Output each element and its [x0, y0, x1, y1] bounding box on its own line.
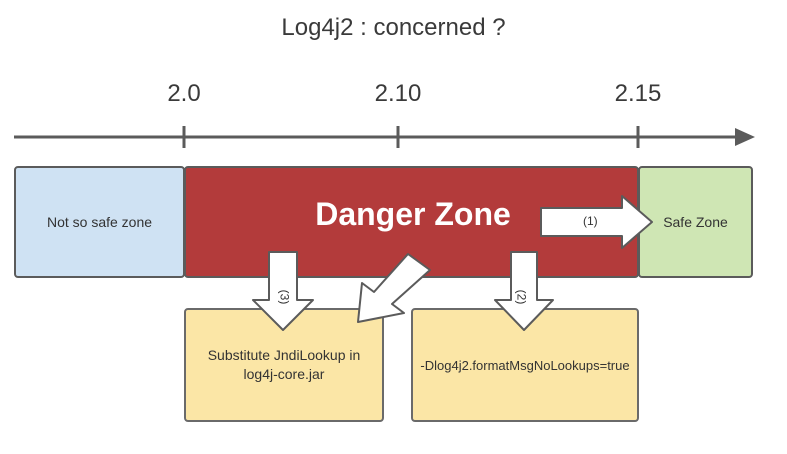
upgrade-arrow-icon	[540, 195, 653, 249]
tick-label-2-15: 2.15	[614, 80, 662, 107]
substitute-jndilookup-label: Substitute JndiLookup in log4j-core.jar	[207, 347, 361, 382]
timeline-arrowhead	[735, 128, 755, 146]
arrow-label-1: (1)	[583, 214, 598, 228]
arrow-label-3: (3)	[277, 289, 292, 305]
danger-zone-label: Danger Zone	[315, 196, 511, 232]
flag-arrow-icon	[494, 251, 554, 331]
safe-zone: Safe Zone	[638, 166, 753, 278]
format-msg-no-lookups-label: -Dlog4j2.formatMsgNoLookups=true	[420, 357, 630, 373]
tick-label-2-10: 2.10	[374, 80, 422, 107]
diagonal-arrow-icon	[357, 253, 431, 323]
arrow-label-2: (2)	[514, 289, 529, 305]
not-so-safe-zone: Not so safe zone	[14, 166, 185, 278]
tick-label-2-0: 2.0	[167, 80, 201, 107]
substitute-arrow-icon	[252, 251, 314, 331]
diagram-title: Log4j2 : concerned ?	[281, 14, 506, 41]
safe-zone-label: Safe Zone	[663, 214, 728, 230]
not-so-safe-zone-label: Not so safe zone	[46, 214, 153, 230]
